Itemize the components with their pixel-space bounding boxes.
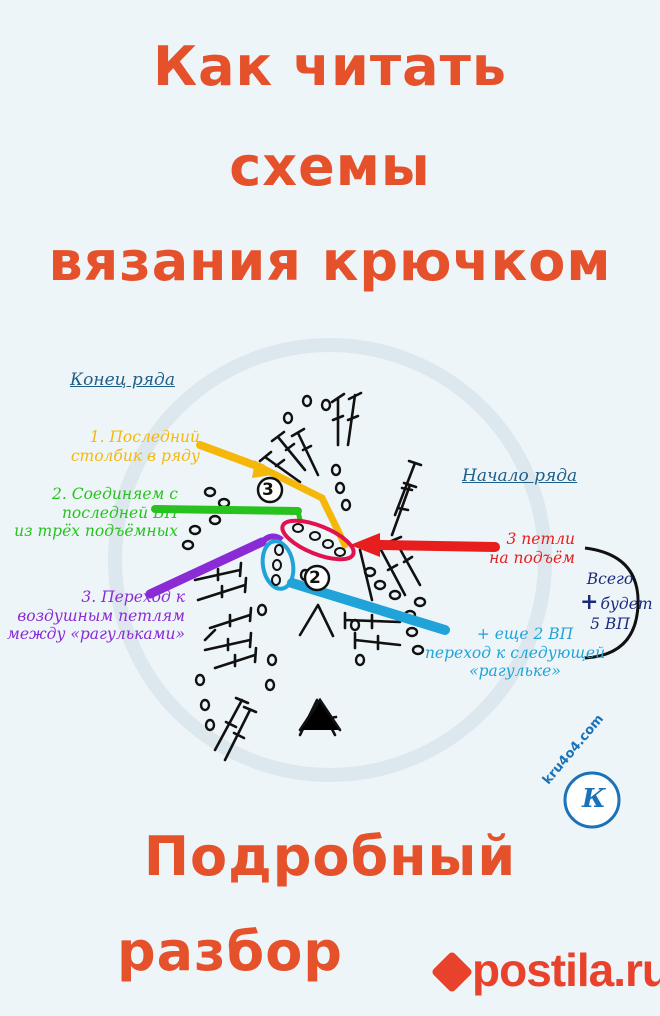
step2-line1: 2. Соединяем с xyxy=(52,485,178,503)
lift-line2: на подъём xyxy=(489,548,575,567)
plus2-line2: переход к следующей xyxy=(424,643,606,662)
step3-line1: 3. Переход к xyxy=(81,588,185,606)
bracket xyxy=(584,546,640,660)
marker-3-label: 3 xyxy=(262,480,274,500)
marker-3 xyxy=(256,476,284,504)
pink-loop xyxy=(280,518,356,562)
step2-label: 2. Соединяем с последней ВП из трёх подъ… xyxy=(14,485,178,541)
logo-letter: К xyxy=(582,784,606,814)
page-title-line2: схемы xyxy=(229,135,431,198)
total-line1: Всего xyxy=(586,570,634,588)
plus-icon: + xyxy=(580,588,599,615)
lift-line1: 3 петли xyxy=(506,530,576,548)
step3-line2: воздушным петлям xyxy=(17,606,185,625)
total-line2-text: будет xyxy=(600,594,653,613)
double-crochet-stitches xyxy=(193,391,423,762)
step2-line2: последней ВП xyxy=(61,503,178,522)
step3-label: 3. Переход к воздушным петлям между «раг… xyxy=(7,588,185,644)
blue-loop xyxy=(260,539,296,591)
logo-ring xyxy=(563,771,621,829)
total-line2: +будет xyxy=(580,588,653,615)
step2-line3: из трёх подъёмных xyxy=(14,522,178,541)
marker-2-label: 2 xyxy=(309,568,321,588)
step3-line3: между «рагульками» xyxy=(7,625,185,644)
row-end-heading: Конец ряда xyxy=(70,370,175,390)
plus2-label: + еще 2 ВП переход к следующей «рагульке… xyxy=(420,625,610,681)
plus2-line3: «рагульке» xyxy=(469,662,561,681)
plus2-line1: + еще 2 ВП xyxy=(476,625,574,643)
subtitle-line2: разбор xyxy=(117,920,343,983)
page-title-line3: вязания крючком xyxy=(48,230,612,293)
marker-2 xyxy=(303,564,331,592)
row-start-heading: Начало ряда xyxy=(462,466,578,486)
watermark-ring xyxy=(108,338,552,782)
page-title-line1: Как читать xyxy=(152,35,508,98)
subtitle-line1: Подробный xyxy=(143,825,517,888)
total-line3: 5 ВП xyxy=(590,614,630,633)
step1-line2: столбик в ряду xyxy=(70,446,200,465)
chain-stitches xyxy=(181,394,427,732)
step1-line1: 1. Последний xyxy=(89,428,200,446)
lift-label: 3 петли на подъём xyxy=(489,530,575,567)
step1-label: 1. Последний столбик в ряду xyxy=(71,428,200,465)
postila-brand[interactable]: postila.ru xyxy=(472,944,660,996)
total-label: Всего +будет 5 ВП xyxy=(580,570,653,634)
